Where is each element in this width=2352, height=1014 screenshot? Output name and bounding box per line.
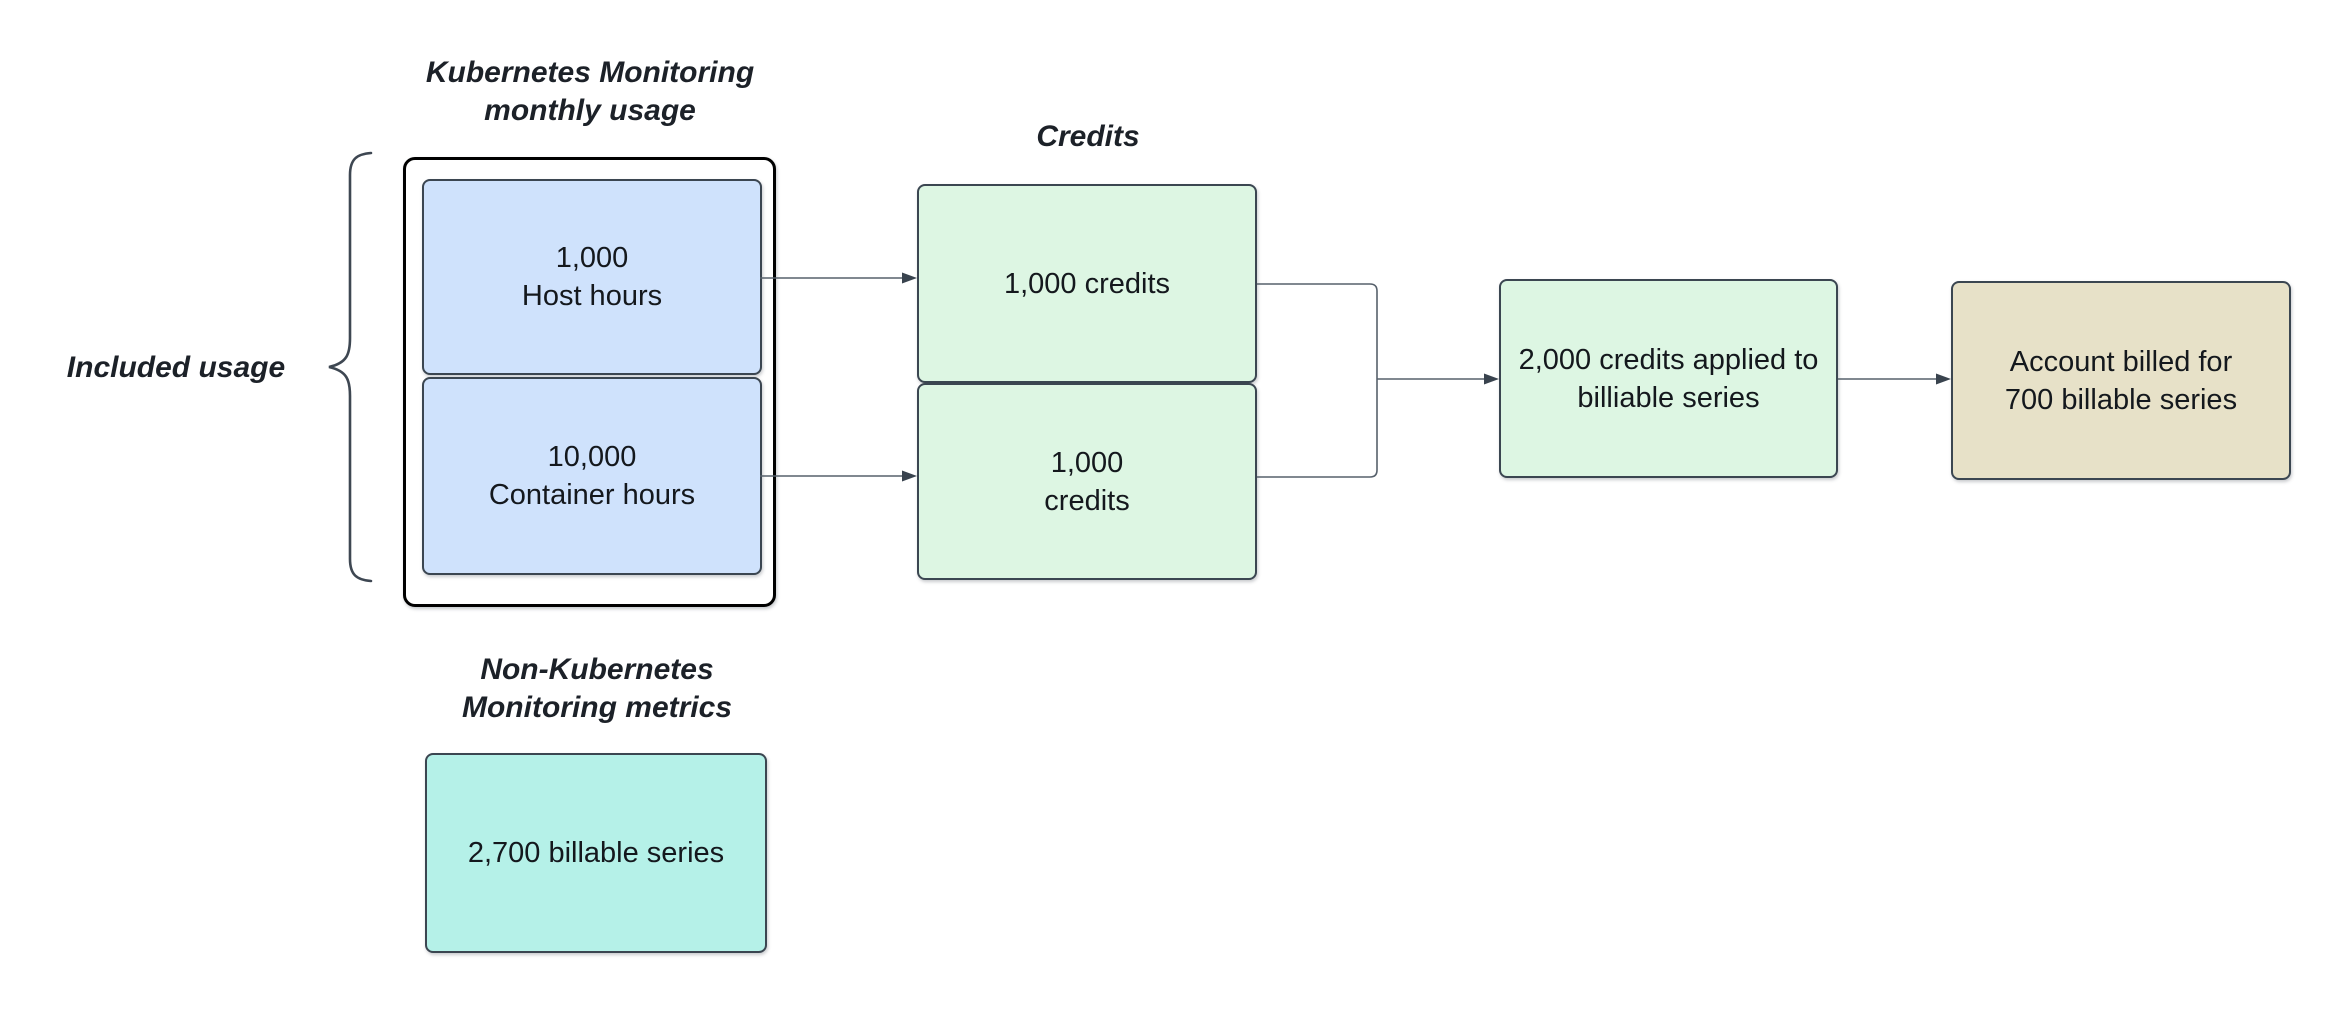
credits-title: Credits: [1036, 120, 1140, 153]
credits-from-container-hours-node: 1,000 credits: [917, 383, 1257, 580]
credits-from-host-hours-node: 1,000 credits: [917, 184, 1257, 383]
container-hours-node: 10,000 Container hours: [422, 377, 762, 575]
account-billed-node: Account billed for 700 billable series: [1951, 281, 2291, 480]
included-usage-brace: [328, 151, 373, 583]
credits-applied-node: 2,000 credits applied to billiable serie…: [1499, 279, 1838, 478]
kubernetes-monitoring-usage-title: Kubernetes Monitoring monthly usage: [425, 56, 755, 127]
arrow-applied-to-billed-head: [1936, 373, 1951, 385]
arrow-host-to-credits-head: [902, 272, 917, 284]
included-usage-label: Included usage: [66, 351, 286, 384]
non-kubernetes-metrics-title: Non-Kubernetes Monitoring metrics: [461, 653, 732, 724]
arrow-container-to-credits-head: [902, 470, 917, 482]
non-kubernetes-billable-series-node: 2,700 billable series: [425, 753, 767, 953]
credits-merge-bracket: [1257, 283, 1378, 478]
host-hours-node: 1,000 Host hours: [422, 179, 762, 375]
arrow-merge-to-applied-head: [1484, 373, 1499, 385]
